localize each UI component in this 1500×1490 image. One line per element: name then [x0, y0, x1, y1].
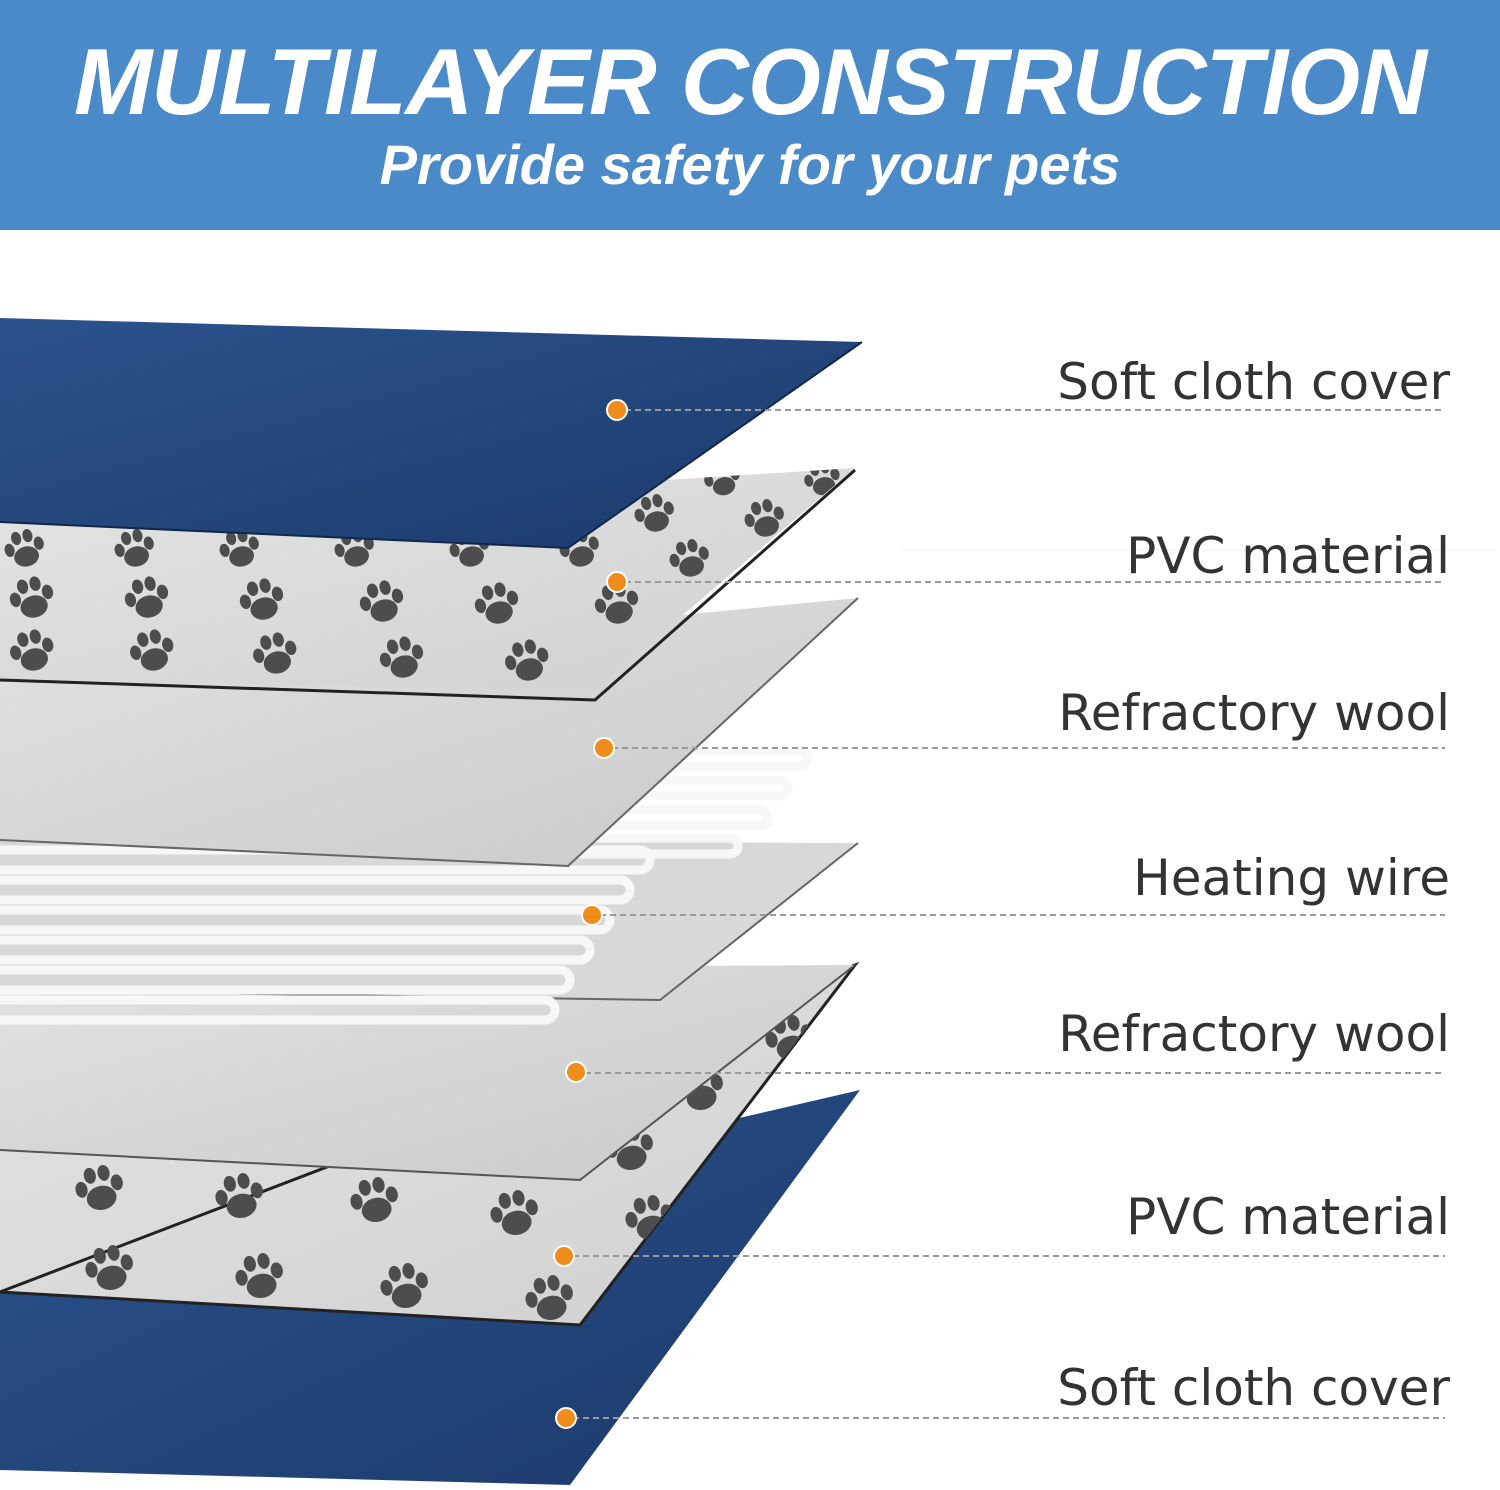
label-refractory-wool-bottom: Refractory wool: [1058, 1005, 1450, 1063]
marker-dot: [555, 1407, 577, 1429]
label-pvc-material-top: PVC material: [1126, 527, 1450, 585]
top-soft-cloth-cover: [0, 318, 862, 548]
label-heating-wire: Heating wire: [1133, 849, 1450, 907]
banner-title: MULTILAYER CONSTRUCTION: [73, 29, 1427, 134]
marker-dot: [565, 1061, 587, 1083]
marker-dot: [593, 737, 615, 759]
label-soft-cloth-cover-bottom: Soft cloth cover: [1057, 1359, 1450, 1417]
marker-dot: [553, 1245, 575, 1267]
marker-dot: [606, 399, 628, 421]
marker-dot: [581, 904, 603, 926]
marker-dot: [606, 571, 628, 593]
banner-subtitle: Provide safety for your pets: [379, 133, 1121, 196]
layer-markers: [553, 399, 628, 1429]
label-pvc-material-bottom: PVC material: [1126, 1188, 1450, 1246]
label-soft-cloth-cover-top: Soft cloth cover: [1057, 353, 1450, 411]
header-banner: MULTILAYER CONSTRUCTION Provide safety f…: [0, 0, 1500, 230]
leader-lines: [573, 409, 1445, 1419]
label-refractory-wool-top: Refractory wool: [1058, 684, 1450, 742]
heating-wire-coils: [0, 745, 813, 1025]
